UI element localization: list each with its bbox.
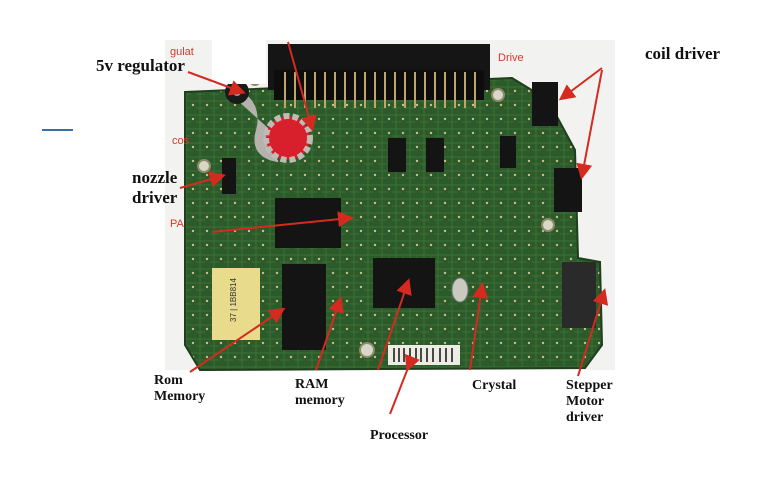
main-connector bbox=[268, 44, 490, 108]
chip-processor bbox=[373, 258, 435, 308]
photo-mask bbox=[212, 40, 266, 84]
label-stepper-motor-driver: Stepper Motor driver bbox=[566, 378, 613, 426]
arrow-nozzle bbox=[179, 171, 226, 189]
arrow-coil-top bbox=[558, 67, 603, 101]
photo-text-cos-fragment: cos bbox=[172, 135, 190, 147]
arrow-regulator bbox=[187, 71, 246, 96]
photo-text-regulator-fragment: gulat bbox=[170, 46, 194, 58]
label-ram-memory: RAM memory bbox=[295, 377, 345, 409]
arrow-coil-bottom bbox=[576, 69, 603, 180]
chips bbox=[212, 82, 596, 350]
photo-text-pa-fragment: PA bbox=[170, 218, 184, 230]
arrow-processor bbox=[389, 353, 420, 415]
crystal-component bbox=[451, 277, 469, 303]
chip-ram bbox=[282, 264, 326, 350]
arrow-connector bbox=[287, 41, 317, 132]
chip-rom bbox=[212, 268, 260, 340]
label-rom-memory: Rom Memory bbox=[154, 373, 206, 405]
arrow-processor-line bbox=[377, 278, 412, 371]
rom-sticker-text: 37 | 1BB814 bbox=[229, 278, 238, 322]
label-processor: Processor bbox=[370, 428, 429, 443]
arrow-stepper bbox=[577, 288, 609, 377]
arrow-rom bbox=[189, 307, 286, 373]
barcode-label bbox=[388, 345, 460, 365]
label-nozzle-driver: nozzle driver bbox=[132, 168, 178, 207]
label-5v-regulator: 5v regulator bbox=[96, 56, 185, 75]
photo-text-drive: Drive bbox=[498, 52, 524, 64]
arrow-upper-chip bbox=[211, 211, 354, 233]
arrow-ram bbox=[315, 296, 344, 371]
arrow-crystal bbox=[469, 282, 489, 371]
label-coil-driver: coil driver bbox=[645, 44, 721, 63]
annotation-arrows bbox=[179, 41, 609, 415]
label-crystal: Crystal bbox=[472, 378, 517, 393]
